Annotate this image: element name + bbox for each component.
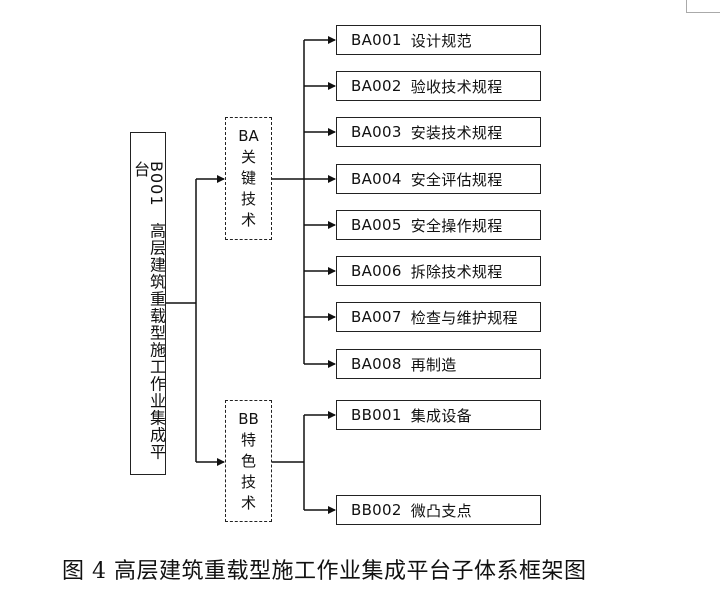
leaf-label: 安全操作规程 [410, 216, 503, 235]
category-title-char: 技 [240, 472, 256, 491]
category-title: 关键技术 [241, 147, 256, 231]
leaf-node-ba007: BA007 检查与维护规程 [336, 302, 541, 332]
leaf-label: 设计规范 [410, 31, 472, 50]
leaf-label: 安全评估规程 [410, 170, 503, 189]
leaf-node-ba008: BA008 再制造 [336, 349, 541, 379]
category-title-char: 键 [240, 169, 256, 187]
leaf-node-ba004: BA004 安全评估规程 [336, 164, 541, 194]
leaf-code: BA001 [351, 31, 402, 49]
leaf-node-bb001: BB001 集成设备 [336, 400, 541, 430]
leaf-code: BA005 [351, 216, 402, 234]
leaf-code: BA008 [351, 355, 402, 373]
leaf-label: 再制造 [410, 355, 457, 374]
category-node-ba: BA 关键技术 [225, 117, 272, 240]
category-title-char: 特 [240, 430, 256, 449]
leaf-node-bb002: BB002 微凸支点 [336, 495, 541, 525]
leaf-code: BA004 [351, 170, 402, 188]
category-title-char: 关 [240, 148, 256, 166]
leaf-node-ba002: BA002 验收技术规程 [336, 71, 541, 101]
category-code: BB [238, 409, 259, 428]
leaf-label: 安装技术规程 [410, 123, 503, 142]
category-title: 特色技术 [241, 430, 256, 514]
leaf-label: 拆除技术规程 [410, 262, 503, 281]
leaf-node-ba003: BA003 安装技术规程 [336, 117, 541, 147]
leaf-code: BB001 [351, 406, 402, 424]
root-title: 高层建筑重载型施工作业集成平台 [131, 161, 166, 461]
leaf-node-ba005: BA005 安全操作规程 [336, 210, 541, 240]
leaf-code: BA003 [351, 123, 402, 141]
leaf-label: 集成设备 [410, 406, 472, 425]
category-title-char: 色 [240, 451, 256, 470]
leaf-code: BA002 [351, 77, 402, 95]
category-title-char: 术 [240, 493, 256, 512]
root-code: B001 [147, 161, 166, 207]
leaf-code: BA007 [351, 308, 402, 326]
category-node-bb: BB 特色技术 [225, 400, 272, 522]
leaf-node-ba006: BA006 拆除技术规程 [336, 256, 541, 286]
category-title-char: 术 [240, 211, 256, 229]
page-corner-mark [686, 0, 720, 13]
figure-caption: 图 4 高层建筑重载型施工作业集成平台子体系框架图 [62, 559, 587, 584]
leaf-node-ba001: BA001 设计规范 [336, 25, 541, 55]
leaf-code: BA006 [351, 262, 402, 280]
root-node: B001 高层建筑重载型施工作业集成平台 [130, 132, 166, 475]
category-title-char: 技 [240, 190, 256, 208]
root-node-text: B001 高层建筑重载型施工作业集成平台 [131, 161, 166, 474]
leaf-label: 检查与维护规程 [410, 308, 518, 327]
leaf-label: 微凸支点 [410, 501, 472, 520]
leaf-label: 验收技术规程 [410, 77, 503, 96]
category-code: BA [238, 127, 259, 145]
leaf-code: BB002 [351, 501, 402, 519]
